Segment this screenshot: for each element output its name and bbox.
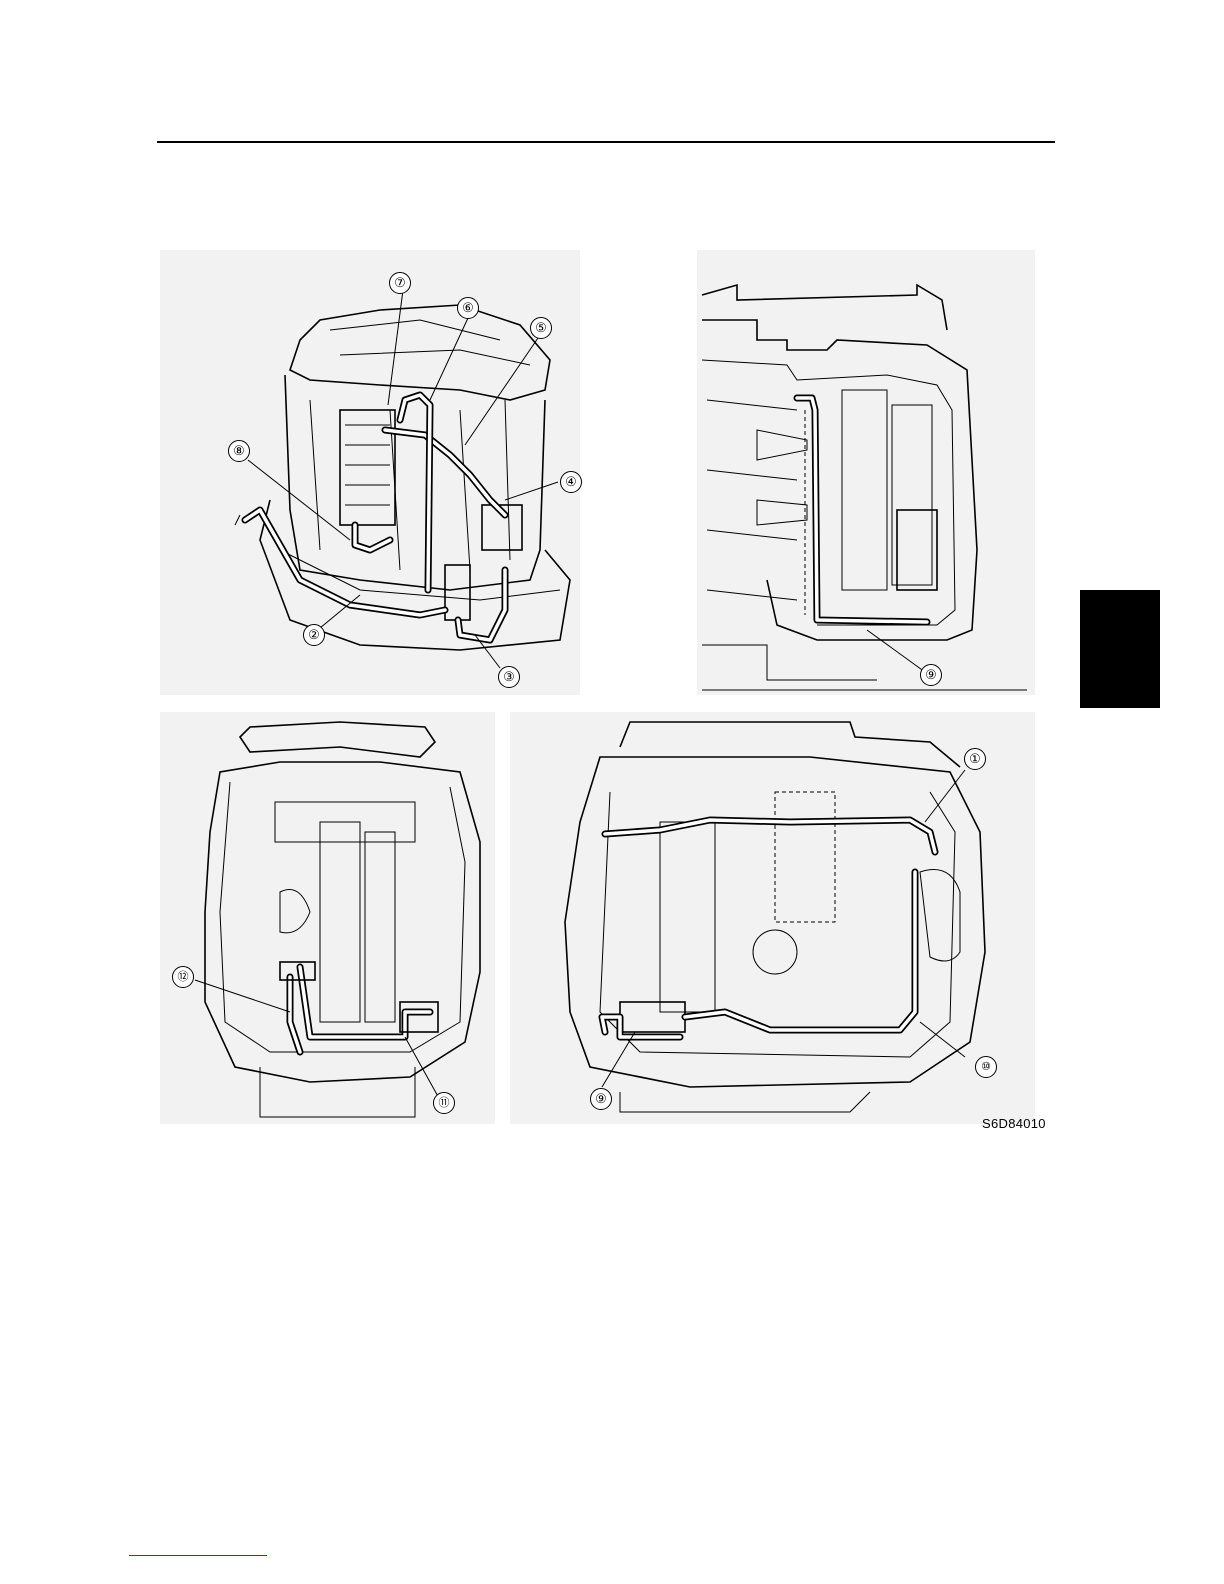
diagram-panel-side-lower — [510, 712, 1035, 1124]
diagram-panel-perspective — [160, 250, 580, 695]
diagram-panel-rear — [160, 712, 495, 1124]
callout-1: ① — [964, 748, 986, 770]
engine-side-lower-drawing — [510, 712, 1035, 1124]
callout-10: ⑩ — [975, 1056, 997, 1078]
callout-6: ⑥ — [457, 297, 479, 319]
header-rule — [157, 141, 1055, 143]
callout-7: ⑦ — [389, 272, 411, 294]
engine-side-drawing — [697, 250, 1035, 695]
callout-5: ⑤ — [530, 317, 552, 339]
callout-4: ④ — [560, 471, 582, 493]
callout-8: ⑧ — [228, 440, 250, 462]
callout-9-lower: ⑨ — [590, 1088, 612, 1110]
callout-3: ③ — [498, 666, 520, 688]
callout-12: ⑫ — [172, 966, 194, 988]
engine-rear-drawing — [160, 712, 495, 1124]
callout-9-upper: ⑨ — [920, 664, 942, 686]
figure-code: S6D84010 — [982, 1116, 1046, 1131]
chapter-tab — [1080, 590, 1160, 708]
callout-2: ② — [303, 624, 325, 646]
footer-link-underline[interactable] — [129, 1555, 267, 1556]
engine-perspective-drawing — [160, 250, 580, 695]
callout-11: ⑪ — [433, 1092, 455, 1114]
diagram-panel-side-right — [697, 250, 1035, 695]
